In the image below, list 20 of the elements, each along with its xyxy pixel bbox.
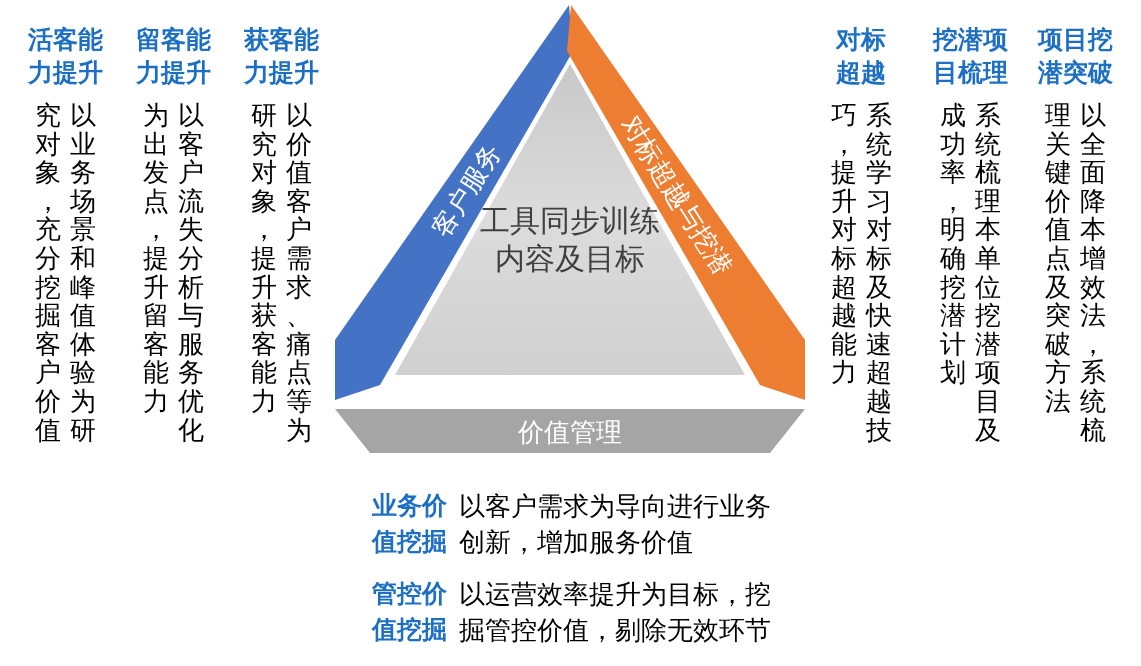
column-heading: 对标超越: [834, 24, 887, 89]
column-heading: 活客能力提升: [26, 24, 104, 89]
vertical-description: 系统梳理本单位挖潜项目及成功率，明确挖潜计划: [939, 101, 1001, 446]
column-heading: 获客能力提升: [242, 24, 320, 89]
value-description: 以运营效率提升为目标，挖掘管控价值，剔除无效环节: [459, 578, 772, 648]
column-heading: 项目挖潜突破: [1036, 24, 1114, 89]
center-triangle: [393, 62, 747, 377]
column-heading: 挖潜项目梳理: [931, 24, 1009, 89]
column-heading: 留客能力提升: [134, 24, 212, 89]
vertical-description: 以客户流失分析与服务优化为出发点，提升留客能力: [142, 101, 204, 446]
value-description: 以客户需求为导向进行业务创新，增加服务价值: [459, 490, 772, 560]
base-band: [333, 407, 807, 455]
vertical-description: 系统学习对标及快速超越技巧，提升对标超越能力: [830, 101, 892, 446]
vertical-description: 以价值客户需求、痛点等为研究对象，提升获客能力: [250, 101, 312, 446]
vertical-description: 以全面降本增效法，系统梳理关键价值点及突破方法: [1044, 101, 1106, 446]
value-heading: 管控价值挖掘: [370, 578, 447, 647]
shape-label: 价值管理: [517, 416, 623, 449]
vertical-description: 以业务场景和峰值体验为研究对象，充分挖掘客户价值: [34, 101, 96, 446]
value-heading: 业务价值挖掘: [370, 490, 447, 559]
shape-label: 工具同步训练内容及目标: [479, 202, 660, 277]
